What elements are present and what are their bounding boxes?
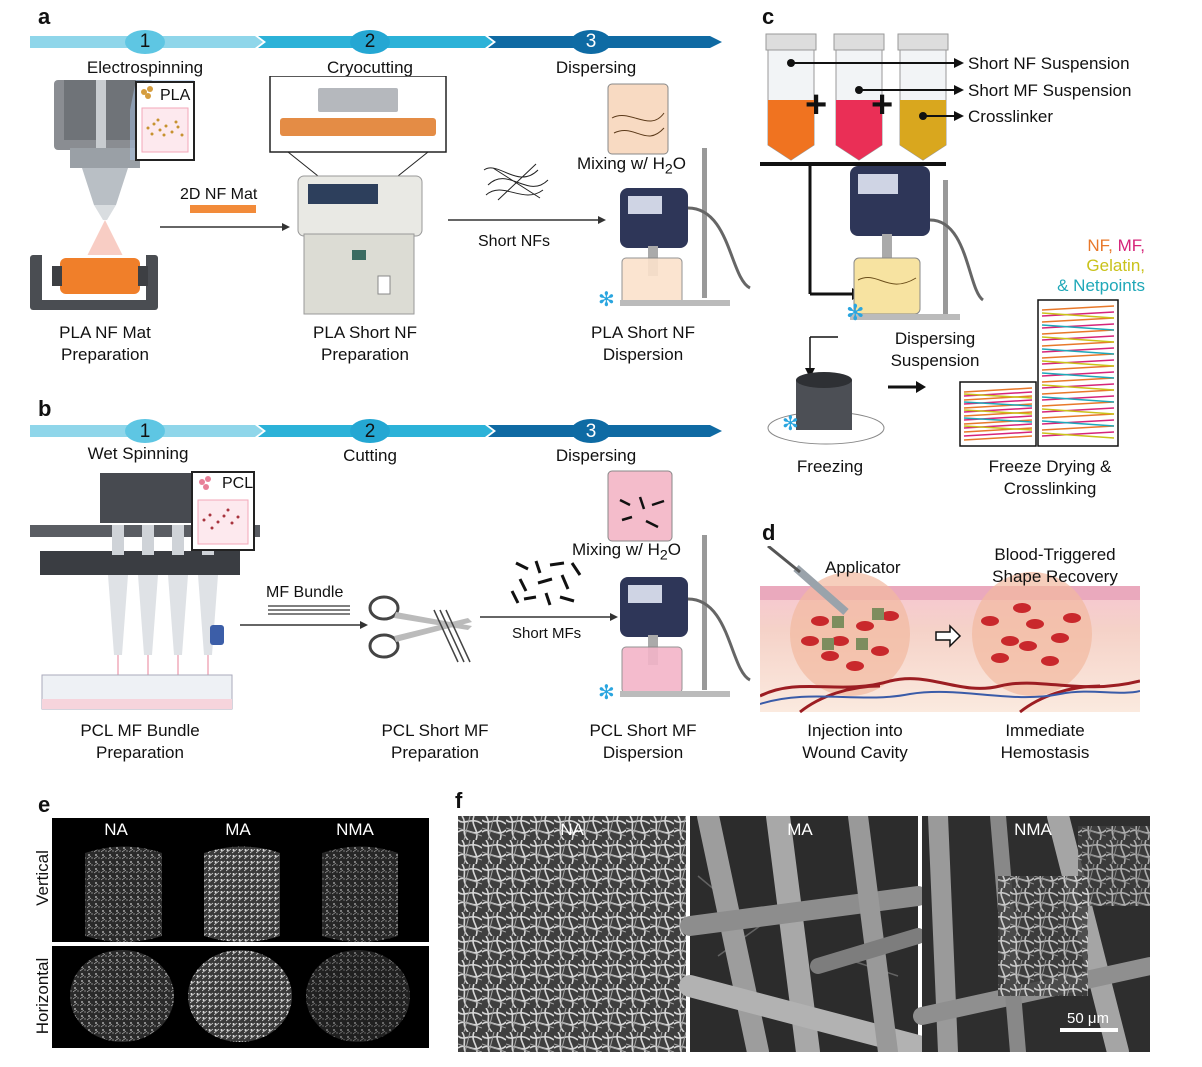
svg-text:✻: ✻ — [598, 289, 615, 311]
micro-ct-col-nma: NMA — [336, 820, 374, 839]
sem-images — [458, 804, 1159, 1064]
panel-f-label: f — [455, 788, 463, 813]
step-b2-label: Cutting — [343, 446, 397, 465]
arrow-label-2d-nf-mat: 2D NF Mat — [180, 186, 258, 203]
svg-text:✻: ✻ — [782, 413, 799, 435]
scissors-icon — [368, 595, 472, 663]
micro-ct-row-horizontal: Horizontal — [33, 957, 52, 1035]
freezing-label: Freezing — [796, 457, 864, 476]
step-b3-number: 3 — [585, 421, 597, 442]
tube-nf — [765, 33, 817, 161]
micro-ct-col-na: NA — [104, 820, 128, 839]
plus-sign-1: + — [805, 84, 828, 126]
sem-grid — [458, 804, 1159, 1064]
step-a2-label: Cryocutting — [327, 58, 413, 77]
sem-col-na: NA — [560, 820, 584, 839]
pcl-inset-label: PCL — [222, 475, 254, 492]
tube-label-mf: Short MF Suspension — [968, 81, 1132, 100]
tube-label-nf: Short NF Suspension — [968, 54, 1130, 73]
step-a2-number: 2 — [364, 31, 376, 52]
step-a3-number: 3 — [585, 31, 597, 52]
panel-b-label: b — [38, 396, 52, 421]
tube-label-crosslinker: Crosslinker — [968, 107, 1054, 126]
svg-text:✻: ✻ — [846, 300, 864, 325]
plus-sign-2: + — [871, 84, 894, 126]
arrow-label-short-mfs: Short MFs — [512, 625, 582, 642]
panel-a-label: a — [38, 4, 51, 29]
panel-c-illustration: ✻ ✻ — [760, 33, 1119, 447]
micro-ct-row-vertical: Vertical — [33, 850, 52, 906]
step-a3-label: Dispersing — [555, 58, 637, 77]
sem-scalebar-label: 50 μm — [1067, 1010, 1109, 1027]
electrospinning-setup-illustration — [30, 80, 158, 310]
disperser-a-illustration: ✻ — [598, 83, 751, 311]
nf-mat-arrow — [160, 205, 290, 231]
wound-illustration — [760, 546, 1140, 714]
step-b3-label: Dispersing — [555, 446, 637, 465]
step-b1-label: Wet Spinning — [87, 444, 189, 463]
pla-inset-label: PLA — [160, 87, 191, 104]
step-a1-number: 1 — [139, 31, 151, 52]
pcl-inset — [191, 471, 255, 551]
short-mfs-arrow — [480, 560, 618, 621]
step-b2-number: 2 — [364, 421, 376, 442]
sem-col-nma: NMA — [1014, 820, 1052, 839]
cryotome-illustration — [269, 76, 447, 315]
panel-e-label: e — [38, 792, 51, 817]
step-a1-label: Electrospinning — [86, 58, 204, 77]
arrow-label-mf-bundle: MF Bundle — [266, 584, 344, 601]
sem-col-ma: MA — [787, 820, 813, 839]
micro-ct-col-ma: MA — [225, 820, 251, 839]
micro-ct-images — [52, 846, 429, 1042]
svg-text:✻: ✻ — [598, 682, 615, 704]
scaffold-legend: NF, MF, Gelatin, & Netpoints — [1057, 236, 1145, 295]
panel-d-label: d — [762, 520, 776, 545]
panel-b-step-arrow — [30, 419, 722, 443]
mixing-label-b: Mixing w/ H2O — [572, 540, 681, 564]
pla-inset — [130, 80, 195, 161]
step-b1-number: 1 — [139, 421, 151, 442]
applicator-label: Applicator — [825, 558, 901, 577]
mf-bundle-arrow — [240, 605, 368, 629]
arrow-label-short-nfs: Short NFs — [478, 233, 551, 250]
mixing-label-a: Mixing w/ H2O — [577, 154, 686, 178]
panel-c-label: c — [762, 4, 775, 29]
short-nfs-arrow — [448, 163, 606, 224]
micro-ct-grid — [52, 818, 429, 1048]
freeze-drying-label: Freeze Drying &Crosslinking — [988, 457, 1112, 498]
disperser-b-illustration: ✻ — [598, 470, 751, 704]
panel-a-step-arrow — [30, 30, 722, 54]
